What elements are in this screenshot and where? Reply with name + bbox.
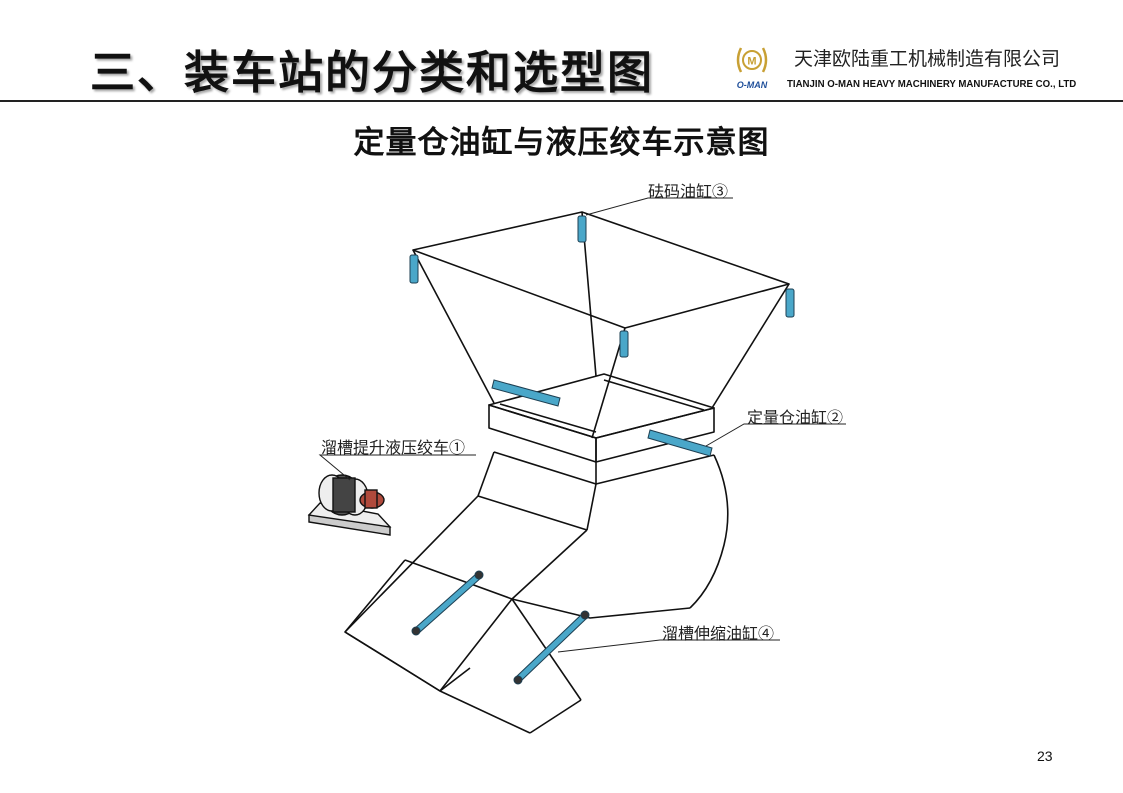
slide-title: 三、装车站的分类和选型图 xyxy=(90,46,655,99)
bin-cylinders xyxy=(491,379,713,457)
leader-telescopic-cylinder xyxy=(557,639,780,653)
svg-text:M: M xyxy=(747,56,756,68)
label-weight-cylinder: 砝码油缸③ xyxy=(648,182,729,201)
chute-lower-right xyxy=(511,598,691,619)
leader-chute-winch xyxy=(318,454,476,481)
page-number: 23 xyxy=(1037,748,1053,764)
chute-lower-left xyxy=(344,559,513,692)
leader-weight-cylinder xyxy=(585,197,733,216)
hydraulic-winch xyxy=(307,474,392,536)
telescopic-cylinders xyxy=(411,570,590,685)
svg-text:O-MAN: O-MAN xyxy=(737,80,768,90)
diagram-title: 定量仓油缸与液压绞车示意图 xyxy=(353,125,770,161)
company-name-cn: 天津欧陆重工机械制造有限公司 xyxy=(794,48,1061,70)
leader-bin-cylinder xyxy=(705,423,846,447)
company-name-en: TIANJIN O-MAN HEAVY MACHINERY MANUFACTUR… xyxy=(787,78,1077,90)
label-bin-cylinder: 定量仓油缸② xyxy=(747,408,844,427)
hopper-top-frame xyxy=(412,211,790,329)
header-divider xyxy=(0,100,1123,102)
chute-upper xyxy=(493,451,715,485)
weight-cylinders xyxy=(409,215,795,358)
label-chute-winch: 溜槽提升液压绞车① xyxy=(321,438,466,457)
label-telescopic-cylinder: 溜槽伸缩油缸④ xyxy=(662,624,775,643)
company-logo: M O-MAN xyxy=(737,47,768,90)
